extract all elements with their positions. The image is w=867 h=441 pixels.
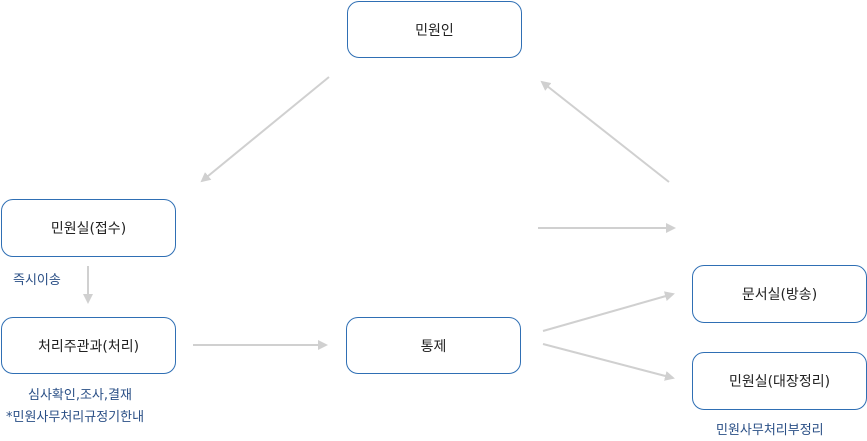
node-control: 통제	[346, 317, 521, 374]
node-document-room: 문서실(방송)	[692, 265, 867, 323]
note-processing-line1: 심사확인,조사,결재	[28, 388, 132, 403]
note-ledger: 민원사무처리부정리	[716, 423, 824, 438]
node-processing-dept: 처리주관과(처리)	[1, 317, 176, 374]
arrow-control-to-document-room	[542, 291, 675, 332]
arrow-to-complainant	[540, 80, 670, 183]
arrow-control-to-ledger-room	[542, 343, 675, 381]
node-reception: 민원실(접수)	[1, 199, 176, 257]
note-immediate-transfer: 즉시이송	[13, 273, 61, 288]
note-processing-line2: *민원사무처리규정기한내	[6, 410, 145, 425]
node-ledger-room: 민원실(대장정리)	[692, 352, 867, 410]
node-complainant: 민원인	[347, 1, 522, 58]
arrow-complainant-to-reception	[200, 76, 330, 183]
